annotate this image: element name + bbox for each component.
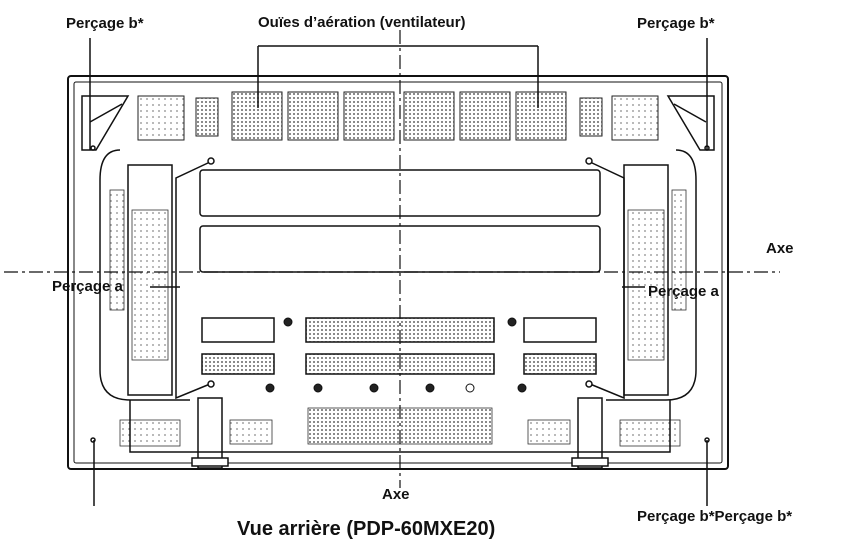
stands [191,397,609,469]
side-grilles [109,189,687,361]
bottom-drills-label: Perçage b*Perçage b* [637,508,793,525]
corner-brackets [81,95,715,151]
top-right-drill-label: Perçage b* [637,15,715,32]
vertical-axis-label: Axe [382,486,410,503]
diagram-caption: Vue arrière (PDP-60MXE20) [237,518,496,540]
screws [265,317,527,393]
bottom-frame [129,400,671,453]
right-drill-a-label: Perçage a [648,283,719,300]
left-drill-a-label: Perçage a [52,278,123,295]
bracket-lines [175,161,625,400]
leader-lines [89,38,708,506]
axis-lines [4,30,780,488]
middle-section [201,317,597,375]
vent-grilles [137,91,659,141]
top-left-drill-label: Perçage b* [66,15,144,32]
vents-label: Ouïes d’aération (ventilateur) [258,14,466,31]
horizontal-axis-label: Axe [766,240,794,257]
